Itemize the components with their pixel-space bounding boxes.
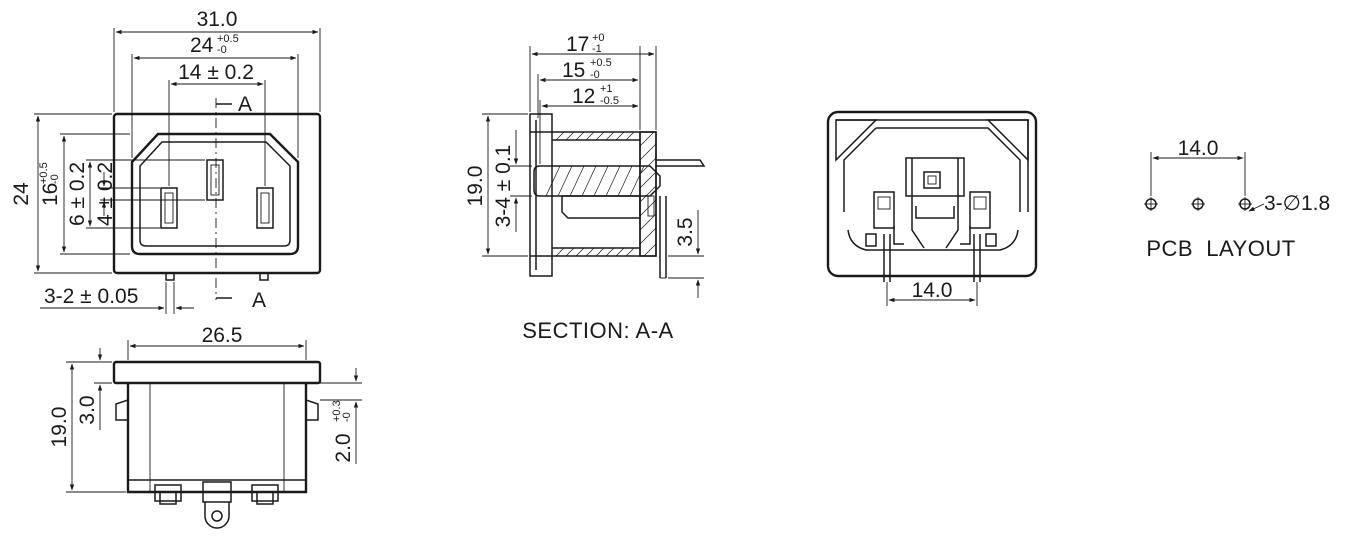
front-view: A A 31.0 24 +0.5 -0 14 ± 0.2 24 16 +0.5 … xyxy=(10,8,322,314)
dim-height-cavity-tol-minus: -0 xyxy=(49,174,61,184)
dim-height-cavity-tol-plus: +0.5 xyxy=(38,162,50,184)
dim-depth-overall-tol-minus: -1 xyxy=(592,43,602,55)
dim-pcb-pitch: 14.0 xyxy=(1178,137,1219,160)
dim-height-cavity: 16 xyxy=(39,183,62,206)
section-caption: SECTION: A-A xyxy=(522,318,673,343)
dim-height-pins: 6 ± 0.2 xyxy=(66,162,89,226)
section-marker-bottom: A xyxy=(252,289,266,312)
dim-depth-body: 15 xyxy=(562,59,585,82)
dim-depth-body-tol-minus: -0 xyxy=(590,69,600,81)
rear-view: 14.0 xyxy=(826,110,1038,306)
pcb-caption: PCB LAYOUT xyxy=(1146,236,1295,261)
dim-height-pin-offset: 4 ± 0.2 xyxy=(94,162,117,226)
dim-clip-tol-plus: +0.3 xyxy=(331,400,343,422)
dim-depth-body-tol-plus: +0.5 xyxy=(590,57,612,69)
dim-bottom-width: 26.5 xyxy=(202,324,243,347)
dim-width-flange-tol-minus: -0 xyxy=(217,44,227,56)
dim-flange-height: 3.0 xyxy=(76,395,99,424)
section-view: 17 +0 -1 15 +0.5 -0 12 +1 -0.5 19.0 3-4 … xyxy=(464,32,706,343)
dim-width-flange-tol-plus: +0.5 xyxy=(217,33,239,45)
dim-lead-length: 3.5 xyxy=(674,217,697,246)
dim-depth-overall: 17 xyxy=(566,33,589,56)
dim-depth-pin: 12 xyxy=(572,85,595,108)
dim-depth-pin-tol-minus: -0.5 xyxy=(600,95,619,107)
dim-section-height: 19.0 xyxy=(464,166,487,207)
pcb-layout: 14.0 3-∅1.8 PCB LAYOUT xyxy=(1144,137,1330,261)
dim-bottom-height: 19.0 xyxy=(48,407,71,448)
dim-height-overall: 24 xyxy=(10,182,33,206)
dim-clip-height: 2.0 xyxy=(332,433,355,462)
dim-depth-pin-tol-plus: +1 xyxy=(600,83,613,95)
dim-width-overall: 31.0 xyxy=(197,8,238,31)
dim-section-pin-height: 3-4 ± 0.1 xyxy=(492,145,515,228)
dim-pin-spacing: 3-2 ± 0.05 xyxy=(44,285,138,308)
dim-depth-overall-tol-plus: +0 xyxy=(592,32,605,44)
dim-width-cavity: 14 ± 0.2 xyxy=(178,61,254,84)
section-marker-top: A xyxy=(238,93,252,116)
dim-width-flange: 24 xyxy=(190,34,214,57)
bottom-view: 26.5 19.0 3.0 2.0 +0.3 -0 xyxy=(48,324,362,529)
dim-clip-tol-minus: -0 xyxy=(341,412,353,422)
dim-pcb-holes: 3-∅1.8 xyxy=(1264,192,1330,215)
dim-rear-pin-pitch: 14.0 xyxy=(912,279,953,302)
